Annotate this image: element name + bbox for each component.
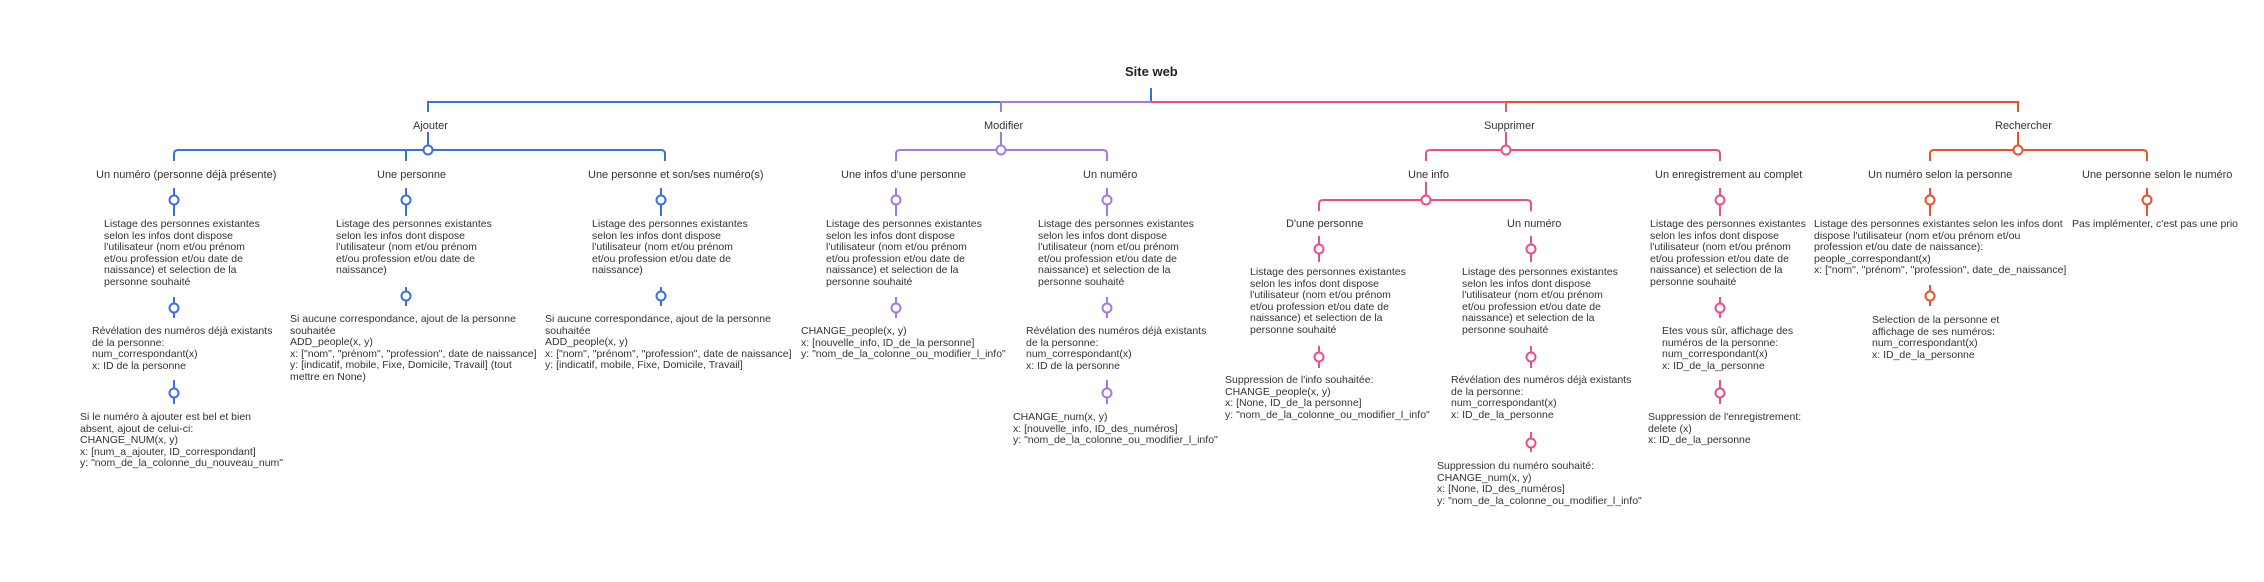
ajouter-numero-step-2: Révélation des numéros déjà existants de… xyxy=(92,325,273,372)
supprimer-info-numero-step-1: Listage des personnes existantes selon l… xyxy=(1462,266,1618,336)
modifier-infos-step-2: CHANGE_people(x, y) x: [nouvelle_info, I… xyxy=(801,325,1006,360)
ajouter-connector xyxy=(168,132,667,404)
supprimer-enregistrement-step-1: Listage des personnes existantes selon l… xyxy=(1650,218,1806,288)
subnode-ajouter-personne: Une personne xyxy=(377,169,447,181)
supprimer-info-personne-step-2: Suppression de l'info souhaitée: CHANGE_… xyxy=(1225,374,1430,421)
supprimer-enregistrement-step-2: Etes vous sûr, affichage des numéros de … xyxy=(1662,325,1794,372)
rechercher-connector xyxy=(1924,132,2153,306)
modifier-infos-step-1: Listage des personnes existantes selon l… xyxy=(826,218,982,288)
ajouter-personne-numero-step-1: Listage des personnes existantes selon l… xyxy=(592,218,748,276)
supprimer-enregistrement-step-3: Suppression de l'enregistrement: delete … xyxy=(1648,411,1802,446)
supprimer-info-numero-step-2: Révélation des numéros déjà existants de… xyxy=(1451,374,1632,421)
supprimer-connector xyxy=(1313,132,1726,452)
subnode-rechercher-personne: Un numéro selon la personne xyxy=(1868,169,2013,181)
subnode-modifier-infos: Une infos d'une personne xyxy=(841,169,967,181)
modifier-numero-step-3: CHANGE_num(x, y) x: [nouvelle_info, ID_d… xyxy=(1013,411,1218,446)
branch-rechercher: Rechercher xyxy=(1995,120,2052,132)
rechercher-personne-step-1: Listage des personnes existantes selon l… xyxy=(1814,218,2067,276)
modifier-numero-step-2: Révélation des numéros déjà existants de… xyxy=(1026,325,1207,372)
branch-supprimer: Supprimer xyxy=(1484,120,1535,132)
ajouter-personne-step-1: Listage des personnes existantes selon l… xyxy=(336,218,492,276)
subnode-supprimer-enregistrement: Un enregistrement au complet xyxy=(1655,169,1803,181)
subnode-rechercher-numero: Une personne selon le numéro xyxy=(2082,169,2233,181)
subnode-modifier-numero: Un numéro xyxy=(1083,169,1138,181)
supprimer-info-numero-step-3: Suppression du numéro souhaité: CHANGE_n… xyxy=(1437,460,1642,507)
ajouter-personne-step-2: Si aucune correspondance, ajout de la pe… xyxy=(290,313,537,383)
ajouter-numero-step-3: Si le numéro à ajouter est bel et bien a… xyxy=(80,411,284,469)
branch-ajouter: Ajouter xyxy=(413,120,448,132)
supprimer-info-personne-step-1: Listage des personnes existantes selon l… xyxy=(1250,266,1406,336)
subnode-supprimer-info-numero: Un numéro xyxy=(1507,218,1562,230)
modifier-connector xyxy=(890,132,1113,404)
subnode-ajouter-numero: Un numéro (personne déjà présente) xyxy=(96,169,277,181)
subnode-supprimer-info-personne: D'une personne xyxy=(1286,218,1364,230)
rechercher-personne-step-2: Selection de la personne et affichage de… xyxy=(1872,314,2000,361)
branch-modifier: Modifier xyxy=(984,120,1024,132)
modifier-numero-step-1: Listage des personnes existantes selon l… xyxy=(1038,218,1194,288)
ajouter-numero-step-1: Listage des personnes existantes selon l… xyxy=(104,218,260,288)
rechercher-numero-step-1: Pas implémenter, c'est pas une prio xyxy=(2072,218,2239,230)
subnode-ajouter-personne-numero: Une personne et son/ses numéro(s) xyxy=(588,169,764,181)
root-title: Site web xyxy=(1125,64,1178,79)
ajouter-personne-numero-step-2: Si aucune correspondance, ajout de la pe… xyxy=(545,313,792,371)
subnode-supprimer-info: Une info xyxy=(1408,169,1449,181)
root-connector xyxy=(427,88,2019,112)
